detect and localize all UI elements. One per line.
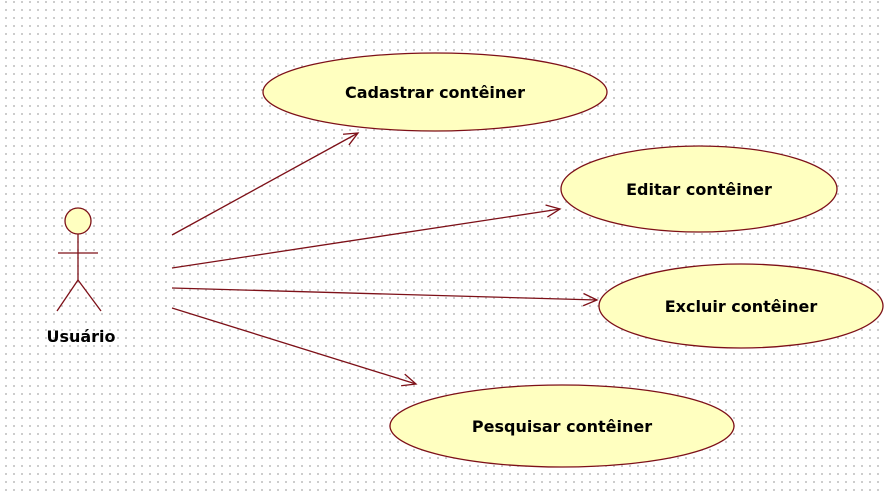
use-case-ellipse <box>262 52 608 132</box>
use-case-editar[interactable]: Editar contêiner <box>560 145 838 233</box>
arrowhead-editar-icon <box>545 204 562 218</box>
association-line-pesquisar[interactable] <box>171 307 417 385</box>
use-case-label: Excluir contêiner <box>665 297 818 316</box>
associations <box>171 132 599 387</box>
use-case-label: Editar contêiner <box>626 180 772 199</box>
stick-figure-actor-icon <box>56 207 102 312</box>
actor-usuario[interactable]: Usuário <box>46 207 116 346</box>
use-case-label: Pesquisar contêiner <box>472 417 652 436</box>
use-case-pesquisar[interactable]: Pesquisar contêiner <box>389 384 735 468</box>
use-case-label: Cadastrar contêiner <box>345 83 525 102</box>
arrowhead-cadastrar-icon <box>342 132 360 146</box>
actor-right-leg <box>77 279 102 312</box>
association-line-editar[interactable] <box>171 208 561 269</box>
arrowhead-excluir-icon <box>582 292 599 307</box>
use-case-cadastrar[interactable]: Cadastrar contêiner <box>262 52 608 132</box>
use-case-ellipse <box>598 263 884 349</box>
actor-left-leg <box>56 279 79 312</box>
use-case-ellipse <box>560 145 838 233</box>
actor-head <box>64 207 92 235</box>
actor-label: Usuário <box>46 327 115 346</box>
use-case-excluir[interactable]: Excluir contêiner <box>598 263 884 349</box>
association-line-excluir[interactable] <box>171 287 598 301</box>
association-line-cadastrar[interactable] <box>171 132 359 236</box>
use-case-ellipse <box>389 384 735 468</box>
arrowhead-pesquisar-icon <box>401 373 418 387</box>
